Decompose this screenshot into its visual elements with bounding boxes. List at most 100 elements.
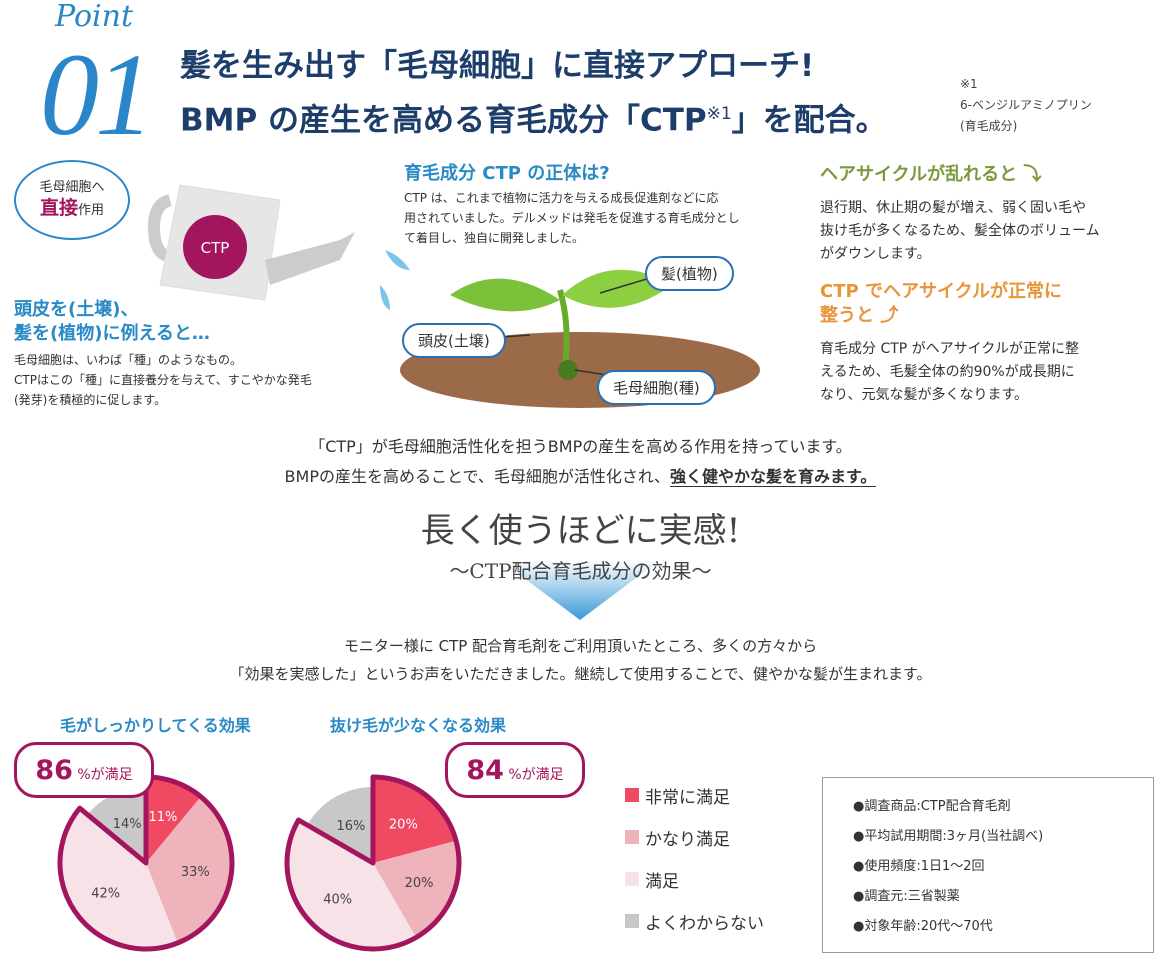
effect-description: モニター様に CTP 配合育毛剤をご利用頂いたところ、多くの方々から 「効果を実… [0, 632, 1161, 688]
callout-suffix: %が満足 [508, 767, 564, 783]
left-section: 頭皮を(土壌)、 髪を(植物)に例えると… 毛母細胞は、いわば「種」のようなもの… [14, 298, 312, 410]
pie-slice [373, 777, 457, 863]
legend-item: よくわからない [625, 900, 764, 942]
survey-info-box: ●調査商品:CTP配合育毛剤 ●平均試用期間:3ヶ月(当社調べ) ●使用頻度:1… [822, 777, 1154, 953]
body-line: えるため、毛髪全体の約90%が成長期に [820, 364, 1075, 380]
pie-slice [146, 777, 201, 863]
speech-bubble: 毛母細胞へ 直接作用 [14, 160, 130, 240]
pie-label: 14% [113, 817, 142, 832]
satisfied-outline [284, 774, 462, 952]
can-label: CTP [201, 239, 230, 257]
callout-1: 86 %が満足 [14, 742, 154, 798]
legend-swatch [625, 914, 639, 928]
footnote: ※1 6-ベンジルアミノプリン (育毛成分) [960, 74, 1092, 137]
summary: 「CTP」が毛母細胞活性化を担うBMPの産生を高める作用を持っています。 BMP… [0, 432, 1161, 492]
footnote-line: ※1 [960, 77, 978, 91]
title-line-2: BMP の産生を高める育毛成分「CTP※1」を配合。 [180, 90, 887, 144]
info-line: ●調査元:三省製薬 [853, 889, 960, 904]
footnote-line: (育毛成分) [960, 119, 1018, 133]
body-line: (発芽)を積極的に促します。 [14, 393, 167, 407]
body-line: がダウンします。 [820, 246, 931, 262]
pie-slice [287, 820, 416, 949]
label-scalp: 頭皮(土壌) [402, 323, 506, 358]
middle-section: 育毛成分 CTP の正体は? CTP は、これまで植物に活力を与える成長促進剤な… [404, 162, 740, 248]
footnote-ref: ※1 [706, 104, 732, 124]
satisfied-outline [57, 774, 235, 952]
pie-label: 40% [323, 892, 352, 907]
summary-emphasis: 強く健やかな髪を育みます。 [670, 467, 877, 487]
pie-slice [146, 796, 233, 943]
body-line: 毛母細胞は、いわば「種」のようなもの。 [14, 353, 243, 367]
watering-can-illustration: CTP [148, 184, 410, 310]
title-part: BMP の産生を高める育毛成分「CTP [180, 102, 707, 139]
body-line: 育毛成分 CTP がヘアサイクルが正常に整 [820, 341, 1079, 357]
right-heading-1: ヘアサイクルが乱れると ⤵ [820, 164, 1042, 185]
pie-slice [87, 787, 146, 863]
pie-slice [373, 840, 459, 938]
effect-title: 長く使うほどに実感! [420, 511, 741, 551]
summary-text: BMPの産生を高めることで、毛母細胞が活性化され、 [284, 467, 671, 486]
summary-line: BMPの産生を高めることで、毛母細胞が活性化され、強く健やかな髪を育みます。 [0, 462, 1161, 492]
legend-item: 非常に満足 [625, 774, 764, 816]
description-line: 「効果を実感した」というお声をいただきました。継続して使用することで、健やかな髪… [229, 665, 932, 683]
chart-title-1: 毛がしっかりしてくる効果 [60, 716, 251, 735]
pie-label: 33% [181, 865, 210, 880]
bubble-text: 毛母細胞へ [39, 180, 105, 195]
legend-label: かなり満足 [645, 829, 730, 850]
callout-suffix: %が満足 [77, 767, 133, 783]
footnote-line: 6-ベンジルアミノプリン [960, 98, 1092, 112]
description-line: モニター様に CTP 配合育毛剤をご利用頂いたところ、多くの方々から [343, 637, 818, 655]
info-line: ●調査商品:CTP配合育毛剤 [853, 799, 1011, 814]
legend-swatch [625, 830, 639, 844]
bubble-strong: 直接 [39, 197, 78, 219]
body-line: 抜け毛が多くなるため、髪全体のボリューム [820, 223, 1100, 239]
legend-swatch [625, 788, 639, 802]
pie-label: 42% [91, 886, 120, 901]
left-heading: 髪を(植物)に例えると… [14, 323, 210, 344]
info-line: ●平均試用期間:3ヶ月(当社調べ) [853, 829, 1044, 844]
title-part: 」を配合。 [731, 102, 887, 139]
summary-line: 「CTP」が毛母細胞活性化を担うBMPの産生を高める作用を持っています。 [309, 437, 852, 456]
label-hair: 髪(植物) [645, 256, 734, 291]
label-cell: 毛母細胞(種) [597, 370, 716, 405]
body-line: 退行期、休止期の髪が増え、弱く固い毛や [820, 200, 1086, 216]
pie-label: 20% [389, 817, 418, 832]
legend: 非常に満足 かなり満足 満足 よくわからない [625, 774, 764, 942]
callout-value: 84 [466, 755, 504, 786]
point-label: Point [55, 0, 134, 34]
legend-item: 満足 [625, 858, 764, 900]
bubble-suffix: 作用 [78, 203, 105, 218]
body-line: CTPはこの「種」に直接養分を与えて、すこやかな発毛 [14, 373, 312, 387]
right-section: ヘアサイクルが乱れると ⤵ 退行期、休止期の髪が増え、弱く固い毛や 抜け毛が多く… [820, 163, 1100, 407]
callout-value: 86 [35, 755, 73, 786]
legend-swatch [625, 872, 639, 886]
point-number: 01 [40, 29, 154, 160]
pie-slice [59, 808, 178, 949]
legend-item: かなり満足 [625, 816, 764, 858]
legend-label: よくわからない [645, 913, 764, 934]
pie-label: 16% [337, 819, 366, 834]
pie-label: 20% [405, 876, 434, 891]
bubble-text: 直接作用 [16, 198, 128, 221]
legend-label: 満足 [645, 871, 679, 892]
chart-title-2: 抜け毛が少なくなる効果 [330, 716, 507, 735]
pie-charts: 11% 33% 42% 14% 20% 20% 40% 16% [57, 774, 462, 952]
middle-heading: 育毛成分 CTP の正体は? [404, 163, 610, 184]
body-line: 用されていました。デルメッドは発毛を促進する育毛成分とし [404, 211, 740, 225]
right-heading-2: CTP でヘアサイクルが正常に [820, 281, 1063, 302]
pie-label: 11% [148, 810, 177, 825]
info-line: ●使用頻度:1日1〜2回 [853, 859, 985, 874]
arrow-shape [500, 560, 660, 620]
body-line: て着目し、独自に開発しました。 [404, 231, 585, 245]
legend-label: 非常に満足 [645, 787, 730, 808]
pie-slice [307, 787, 373, 863]
left-heading: 頭皮を(土壌)、 [14, 299, 139, 320]
page-title: 髪を生み出す「毛母細胞」に直接アプローチ! BMP の産生を高める育毛成分「CT… [180, 42, 887, 144]
title-line-1: 髪を生み出す「毛母細胞」に直接アプローチ! [180, 48, 815, 84]
body-line: CTP は、これまで植物に活力を与える成長促進剤などに応 [404, 191, 719, 205]
callout-2: 84 %が満足 [445, 742, 585, 798]
effect-subtitle: 〜CTP配合育毛成分の効果〜 [449, 559, 712, 583]
body-line: なり、元気な髪が多くなります。 [820, 387, 1029, 403]
right-heading-2: 整うと ⤴ [820, 305, 899, 326]
info-line: ●対象年齢:20代〜70代 [853, 919, 993, 934]
